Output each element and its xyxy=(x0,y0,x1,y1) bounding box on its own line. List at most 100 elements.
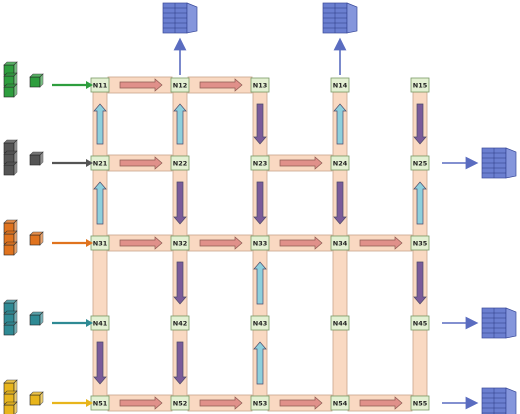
sink-N55 xyxy=(442,387,517,414)
server-side xyxy=(505,147,517,179)
arrow-down-N35-N45 xyxy=(413,261,427,305)
stack-cube-icon-1 xyxy=(3,219,18,234)
node-label: N43 xyxy=(253,320,268,328)
server-icon xyxy=(481,307,517,339)
server-side xyxy=(505,387,517,414)
source-arrow-head xyxy=(86,239,93,247)
node-N35: N35 xyxy=(410,235,430,251)
node-box xyxy=(250,315,270,331)
node-box xyxy=(330,77,350,93)
source-arrow-head xyxy=(86,319,93,327)
sink-N45 xyxy=(442,307,517,339)
stack-cube-icon-1 xyxy=(3,61,18,76)
server-icon xyxy=(322,2,358,34)
node-N25: N25 xyxy=(410,155,430,171)
arrow-up-N25-N35 xyxy=(413,181,427,225)
cube-side xyxy=(13,61,18,76)
node-N21: N21 xyxy=(90,155,110,171)
node-N42: N42 xyxy=(170,315,190,331)
stack-cube-icon-3 xyxy=(3,401,18,414)
arrow-right-N53-N54 xyxy=(279,396,323,410)
arrow-down-N22-N32 xyxy=(173,181,187,225)
node-box xyxy=(330,235,350,251)
node-N52: N52 xyxy=(170,395,190,411)
cube-side xyxy=(13,139,18,154)
node-N14: N14 xyxy=(330,77,350,93)
node-label: N32 xyxy=(173,240,188,248)
cube-side xyxy=(13,379,18,394)
node-box xyxy=(170,77,190,93)
arrow-up-N14-N24 xyxy=(333,103,347,145)
cube-front xyxy=(3,244,15,256)
cube-side xyxy=(39,231,44,246)
arrow-up-N43-N53 xyxy=(253,341,267,385)
node-N22: N22 xyxy=(170,155,190,171)
link-N34-N44 xyxy=(332,249,348,317)
arrow-up-N12-N22 xyxy=(173,103,187,145)
single-cube-icon xyxy=(29,391,44,406)
cube-side xyxy=(13,401,18,414)
node-label: N42 xyxy=(173,320,188,328)
cube-side xyxy=(13,150,18,165)
cube-side xyxy=(13,390,18,405)
arrow-right-N21-N22 xyxy=(119,156,163,170)
node-N43: N43 xyxy=(250,315,270,331)
source-row-5 xyxy=(3,379,93,414)
node-N23: N23 xyxy=(250,155,270,171)
stack-cube-icon-1 xyxy=(3,379,18,394)
cube-front xyxy=(3,86,15,98)
node-box xyxy=(330,155,350,171)
node-N44: N44 xyxy=(330,315,350,331)
node-label: N25 xyxy=(413,160,428,168)
node-N15: N15 xyxy=(410,77,430,93)
arrow-right-N32-N33 xyxy=(199,236,243,250)
sink-N12 xyxy=(162,2,198,75)
node-N54: N54 xyxy=(330,395,350,411)
sources-layer xyxy=(3,61,93,414)
server-side xyxy=(346,2,358,34)
node-box xyxy=(250,155,270,171)
node-N32: N32 xyxy=(170,235,190,251)
cube-side xyxy=(13,72,18,87)
source-row-3 xyxy=(3,219,93,256)
arrow-right-N12-N13 xyxy=(199,78,243,92)
server-icon xyxy=(481,147,517,179)
node-label: N11 xyxy=(93,82,108,90)
cube-side xyxy=(39,151,44,166)
source-arrow-head xyxy=(86,159,93,167)
arrow-up-N33-N43 xyxy=(253,261,267,305)
single-cube-icon xyxy=(29,311,44,326)
arrow-down-N41-N51 xyxy=(93,341,107,385)
link-N31-N41 xyxy=(92,249,108,317)
cube-front xyxy=(29,394,41,406)
source-row-2 xyxy=(3,139,93,176)
cube-front xyxy=(29,154,41,166)
node-box xyxy=(170,235,190,251)
sink-N14 xyxy=(322,2,358,75)
cube-side xyxy=(39,311,44,326)
sinks-layer xyxy=(162,2,517,414)
single-cube-icon xyxy=(29,151,44,166)
single-cube-icon xyxy=(29,231,44,246)
node-label: N23 xyxy=(253,160,268,168)
stack-cube-icon-2 xyxy=(3,72,18,87)
node-box xyxy=(410,315,430,331)
cube-side xyxy=(39,391,44,406)
arrow-right-N11-N12 xyxy=(119,78,163,92)
node-N33: N33 xyxy=(250,235,270,251)
node-label: N22 xyxy=(173,160,188,168)
source-row-1 xyxy=(3,61,93,98)
node-box xyxy=(250,77,270,93)
node-label: N24 xyxy=(333,160,348,168)
node-N45: N45 xyxy=(410,315,430,331)
server-icon xyxy=(481,387,517,414)
node-N12: N12 xyxy=(170,77,190,93)
node-label: N52 xyxy=(173,400,188,408)
cube-side xyxy=(13,219,18,234)
node-label: N33 xyxy=(253,240,268,248)
cube-side xyxy=(39,73,44,88)
node-box xyxy=(170,395,190,411)
link-N44-N54 xyxy=(332,329,348,397)
